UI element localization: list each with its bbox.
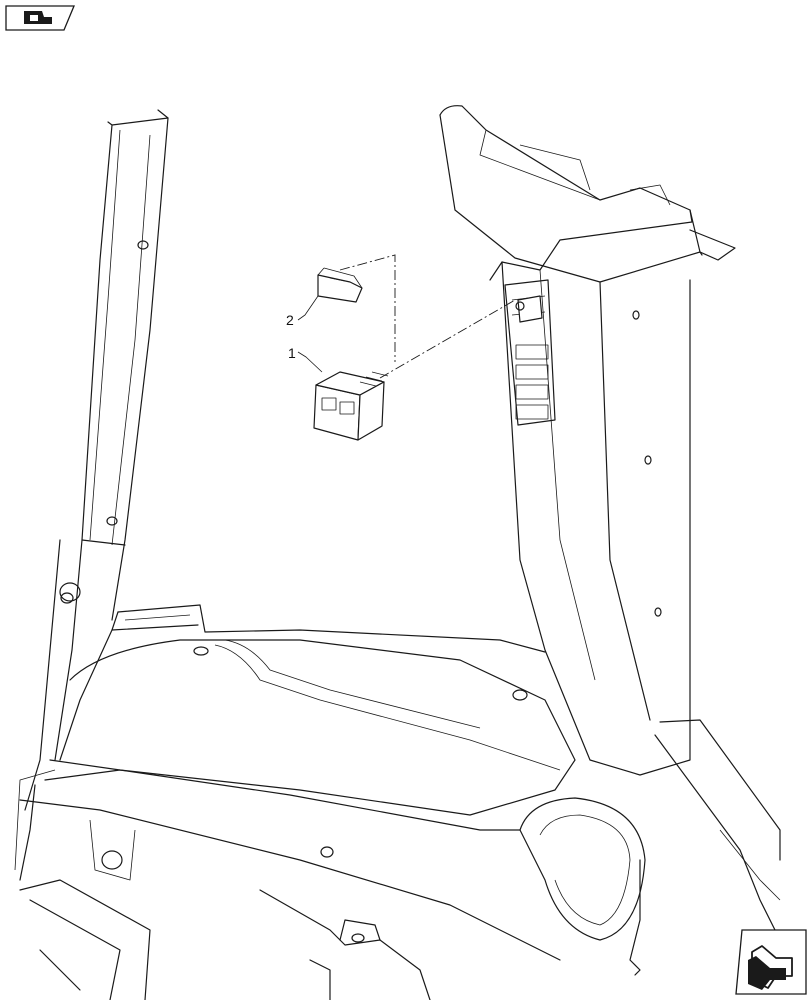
- left-pillar: [14, 109, 169, 871]
- callout-2-label: 2: [286, 312, 294, 328]
- cab-floor: [19, 604, 801, 1000]
- assembly-leader-lines: [339, 254, 516, 379]
- callout-leaders: [297, 295, 323, 373]
- part-1-switch[interactable]: [313, 371, 389, 441]
- callout-1-label: 1: [288, 345, 296, 361]
- vehicle-model-icon[interactable]: [5, 5, 75, 31]
- view-direction-arrow-icon[interactable]: [735, 929, 807, 995]
- right-pillar: [439, 105, 736, 776]
- part-2-cover[interactable]: [317, 267, 363, 303]
